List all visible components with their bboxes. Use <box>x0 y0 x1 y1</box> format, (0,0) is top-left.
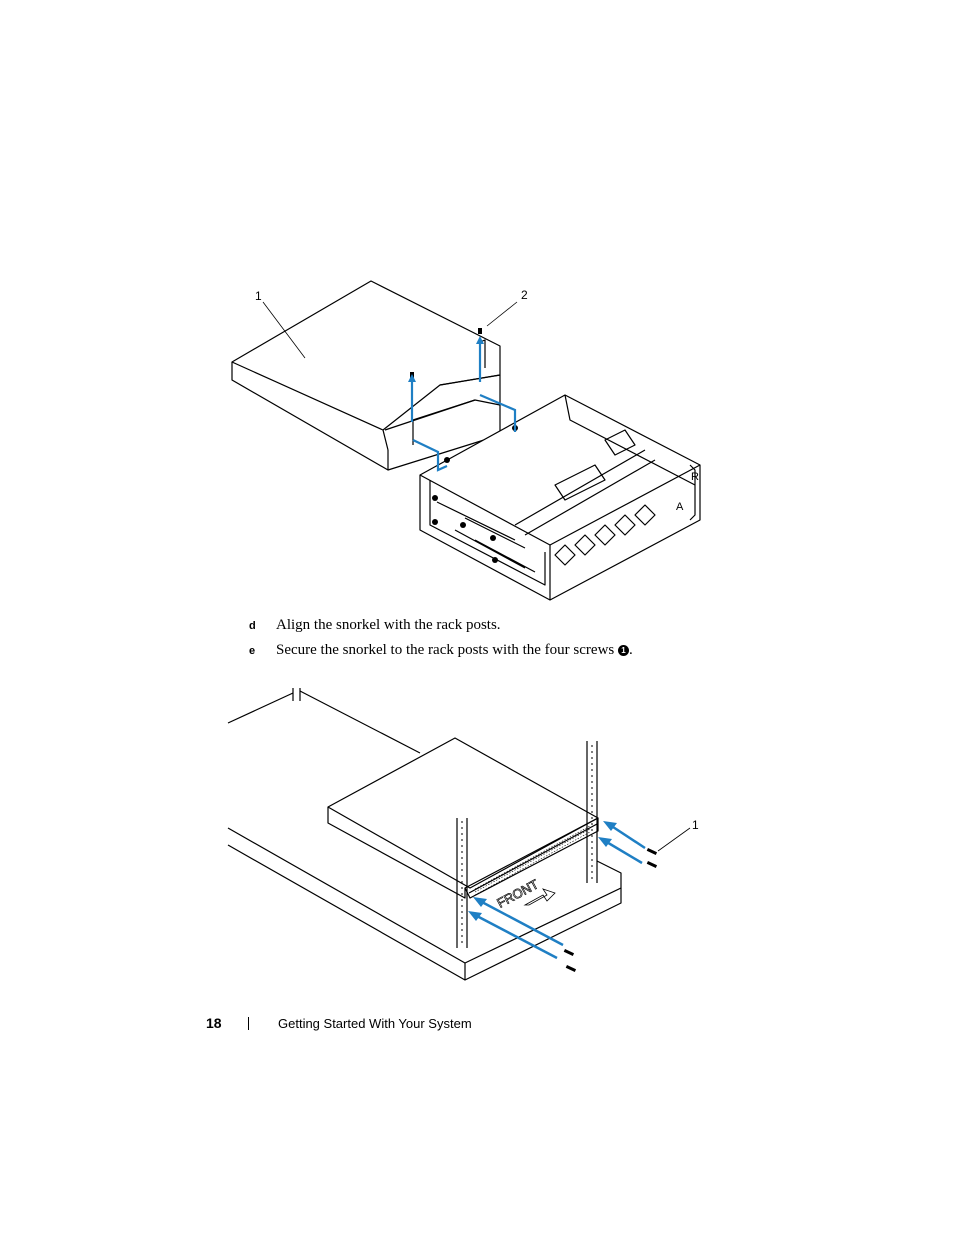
screw-callout-marker: 1 <box>618 645 629 656</box>
step-e: e Secure the snorkel to the rack posts wi… <box>249 641 633 660</box>
rack-label-r: R <box>691 471 699 483</box>
step-e-letter: e <box>249 645 256 657</box>
step-e-text: Secure the snorkel to the rack posts wit… <box>276 642 615 658</box>
step-d: d Align the snorkel with the rack posts. <box>249 616 501 635</box>
rack-label-a: A <box>676 501 684 513</box>
snorkel-removal-illustration: R A 1 2 <box>225 280 715 610</box>
snorkel-rack-mount-illustration: FRONT 1 <box>225 683 705 988</box>
step-d-letter: d <box>249 620 256 632</box>
footer-divider <box>248 1017 249 1030</box>
step-d-text: Align the snorkel with the rack posts. <box>276 617 501 633</box>
callout-screw: 2 <box>521 288 528 302</box>
callout-rack-screws: 1 <box>692 818 699 832</box>
footer-title: Getting Started With Your System <box>278 1016 472 1031</box>
callout-snorkel: 1 <box>255 289 262 303</box>
page-number: 18 <box>206 1015 222 1031</box>
step-e-end: . <box>629 642 633 658</box>
